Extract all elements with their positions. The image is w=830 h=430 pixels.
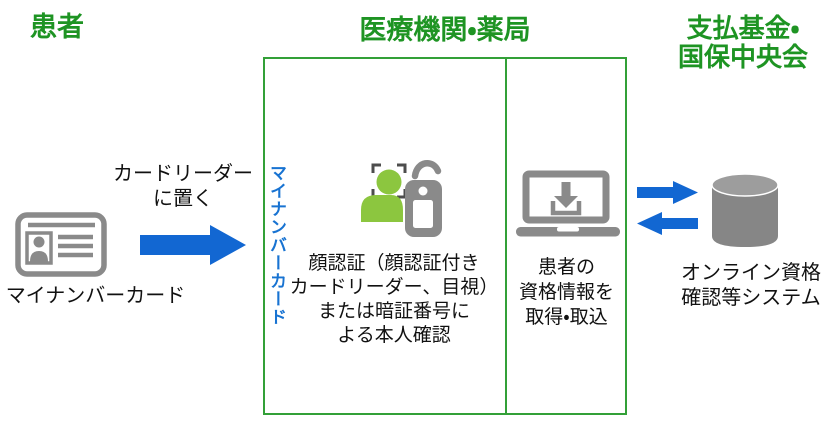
- acquisition-line2: 資格情報を: [518, 282, 614, 303]
- face-recognition-icon: [361, 160, 442, 237]
- action-label-line2: に置く: [153, 188, 213, 210]
- card-reader-lock-icon: [405, 160, 442, 237]
- box-divider: [505, 57, 507, 415]
- payer-header: 支払基金・ 国保中央会: [653, 14, 830, 72]
- medical-org-box: [263, 57, 627, 415]
- payer-header-line2: 国保中央会: [677, 42, 808, 72]
- system-label-line1: オンライン資格: [681, 262, 821, 284]
- acquisition-line3: 取得・取込: [525, 307, 608, 328]
- database-cylinder-icon: [711, 173, 779, 247]
- system-label-line2: 確認等システム: [681, 287, 821, 309]
- id-card-icon: [15, 212, 107, 277]
- identity-check-line4: よる本人確認: [337, 325, 451, 346]
- card-label: マイナンバーカード: [5, 285, 186, 307]
- exchange-arrows: [637, 181, 698, 235]
- arrow-right-icon: [637, 181, 698, 204]
- action-label: カードリーダー に置く: [104, 162, 262, 212]
- vertical-card-label: マイナンバーカード: [267, 164, 286, 326]
- laptop-download-icon: [516, 170, 620, 237]
- system-label: オンライン資格 確認等システム: [666, 261, 830, 311]
- medical-org-header: 医療機関・薬局: [359, 15, 531, 45]
- identity-check-line1: 顔認証（顔認証付き: [308, 253, 480, 274]
- acquisition-line1: 患者の: [537, 257, 595, 278]
- identity-check-line2: カードリーダー、目視）: [289, 277, 499, 298]
- action-label-line1: カードリーダー: [113, 163, 253, 185]
- payer-header-line1: 支払基金・: [686, 13, 800, 43]
- arrow-left-icon: [637, 212, 698, 235]
- acquisition-text: 患者の 資格情報を 取得・取込: [507, 255, 626, 330]
- identity-check-line3: または暗証番号に: [317, 301, 470, 322]
- identity-check-text: 顔認証（顔認証付き カードリーダー、目視） または暗証番号に よる本人確認: [282, 252, 506, 348]
- arrow-right-icon: [140, 225, 246, 265]
- patient-header: 患者: [30, 12, 84, 42]
